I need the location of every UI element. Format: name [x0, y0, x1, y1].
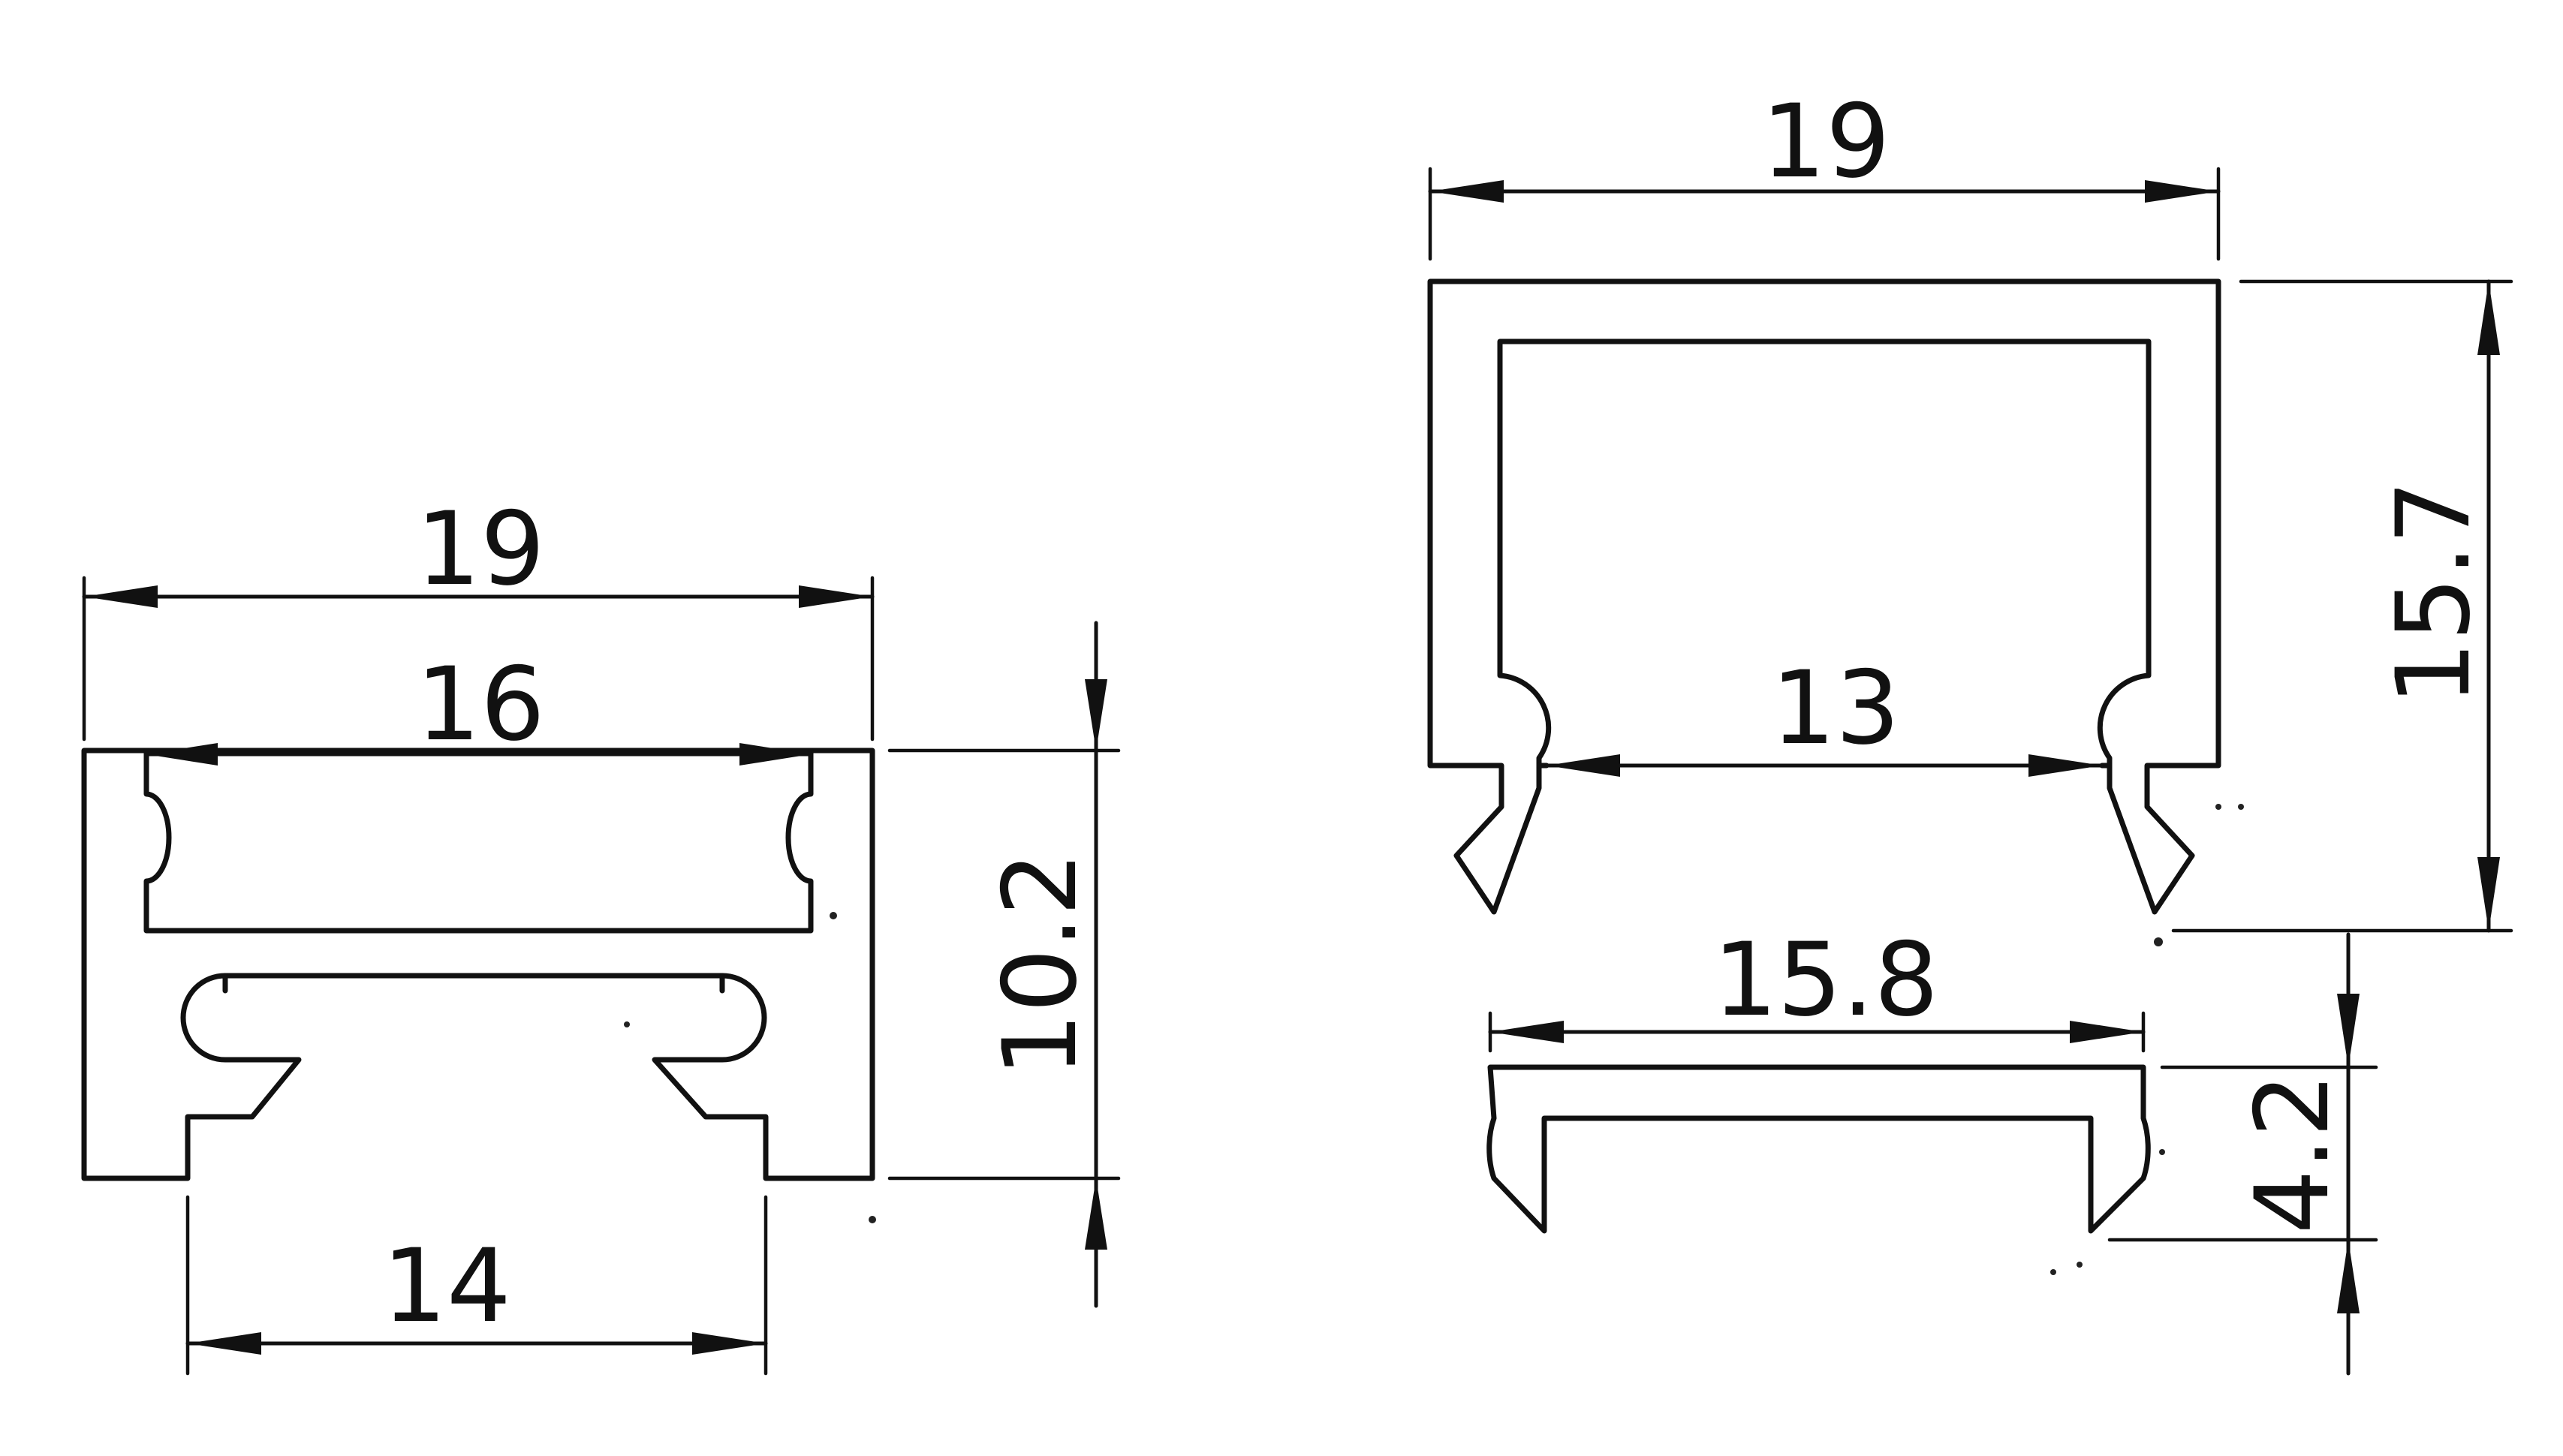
right-width-arrow-right: [2145, 180, 2218, 203]
left-width-label: 19: [416, 490, 545, 608]
left-opening-label: 14: [382, 1227, 511, 1345]
cover-width-label: 15.8: [1713, 921, 1939, 1039]
cover-height-label: 4.2: [2233, 1073, 2351, 1235]
left-opening-arrow-right: [692, 1332, 766, 1355]
right-height-arrow-bottom: [2477, 857, 2500, 931]
right-opening-arrow-left: [1547, 754, 1620, 777]
left-inner-arrow-right: [739, 743, 811, 766]
right-opening-arrow-right: [2028, 754, 2102, 777]
left-height-arrow-bottom: [1085, 1178, 1107, 1250]
left-inner-label: 16: [416, 645, 545, 763]
right-height-arrow-top: [2477, 281, 2500, 355]
cover-strip-outline: [1486, 1064, 2151, 1234]
right-width-label: 19: [1761, 83, 1890, 200]
cover-width-arrow-left: [1490, 1021, 1564, 1043]
left-height-label: 10.2: [981, 852, 1099, 1078]
left-profile-outer-outline: [81, 748, 875, 1181]
left-inner-arrow-left: [146, 743, 218, 766]
left-profile-lower-slot-inner: [222, 973, 725, 994]
cover-height-arrow-bottom: [2337, 1240, 2360, 1313]
left-width-arrow-right: [799, 585, 872, 608]
right-opening-label: 13: [1771, 649, 1900, 767]
cover-strip: 15.8 4.2: [1486, 921, 2378, 1376]
cover-width-arrow-right: [2070, 1021, 2143, 1043]
drawing-specks: [624, 804, 2244, 1275]
left-opening-arrow-left: [188, 1332, 261, 1355]
right-height-label: 15.7: [2375, 480, 2492, 706]
left-width-arrow-left: [84, 585, 158, 608]
cover-height-arrow-top: [2337, 994, 2360, 1067]
left-profile-upper-channel: [143, 748, 814, 934]
left-height-arrow-top: [1085, 679, 1107, 751]
right-profile: 19 13 15.7: [1427, 83, 2513, 933]
left-profile: 19 16 14 10.2: [81, 490, 1121, 1376]
right-width-arrow-left: [1430, 180, 1504, 203]
right-profile-outer-outline: [1427, 278, 2221, 915]
